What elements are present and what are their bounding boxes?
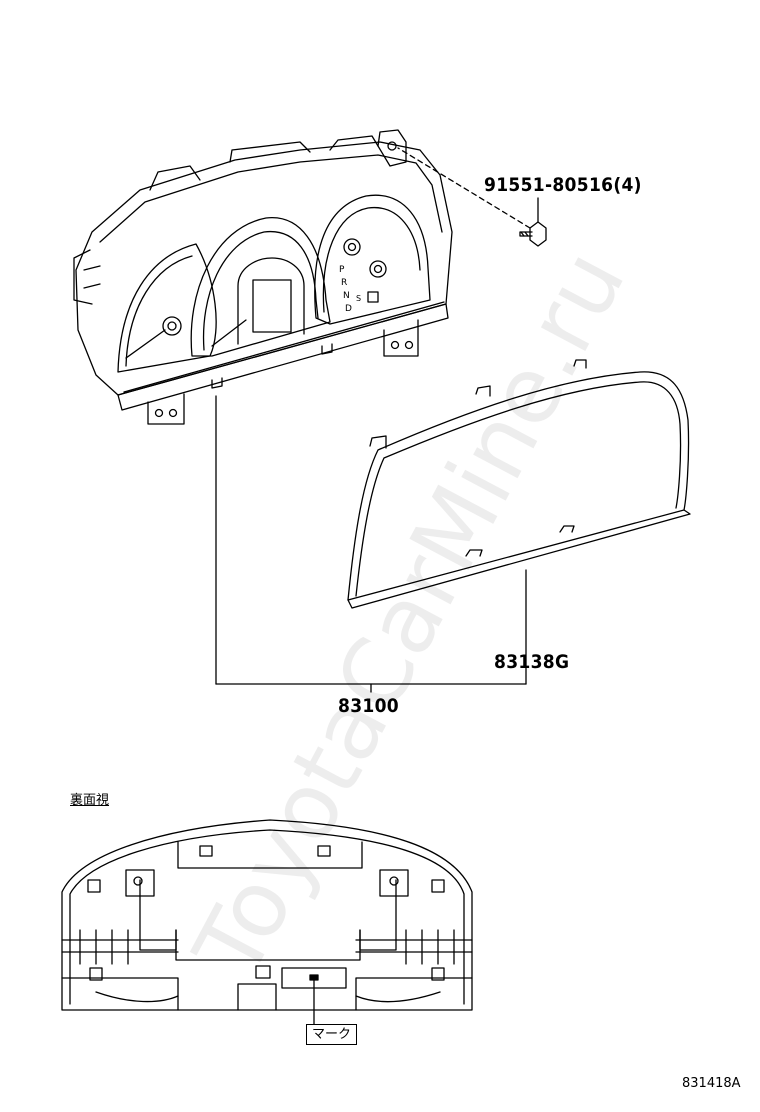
lens-cover-drawing <box>347 359 691 609</box>
rear-view-title: 裏面視 <box>70 793 110 808</box>
gear-letter-d: D <box>345 304 352 314</box>
bolt-leader-line <box>397 147 531 229</box>
gear-letter-r: R <box>341 278 347 288</box>
mark-label-box: マーク <box>306 1024 358 1045</box>
part-number-meter-assembly: 83100 <box>338 695 399 717</box>
illustration-id: 831418A <box>682 1076 741 1091</box>
bolt-drawing <box>519 221 547 247</box>
part-number-bolt: 91551-80516(4) <box>484 174 642 196</box>
gear-letter-p: P <box>339 265 345 275</box>
gear-letter-s: S <box>356 294 361 303</box>
rear-view-drawing <box>61 819 473 1011</box>
gear-letter-n: N <box>343 291 350 301</box>
part-number-lens-cover: 83138G <box>494 651 570 673</box>
combination-meter-drawing <box>73 129 453 425</box>
gear-indicator: P R N D S <box>339 265 361 314</box>
